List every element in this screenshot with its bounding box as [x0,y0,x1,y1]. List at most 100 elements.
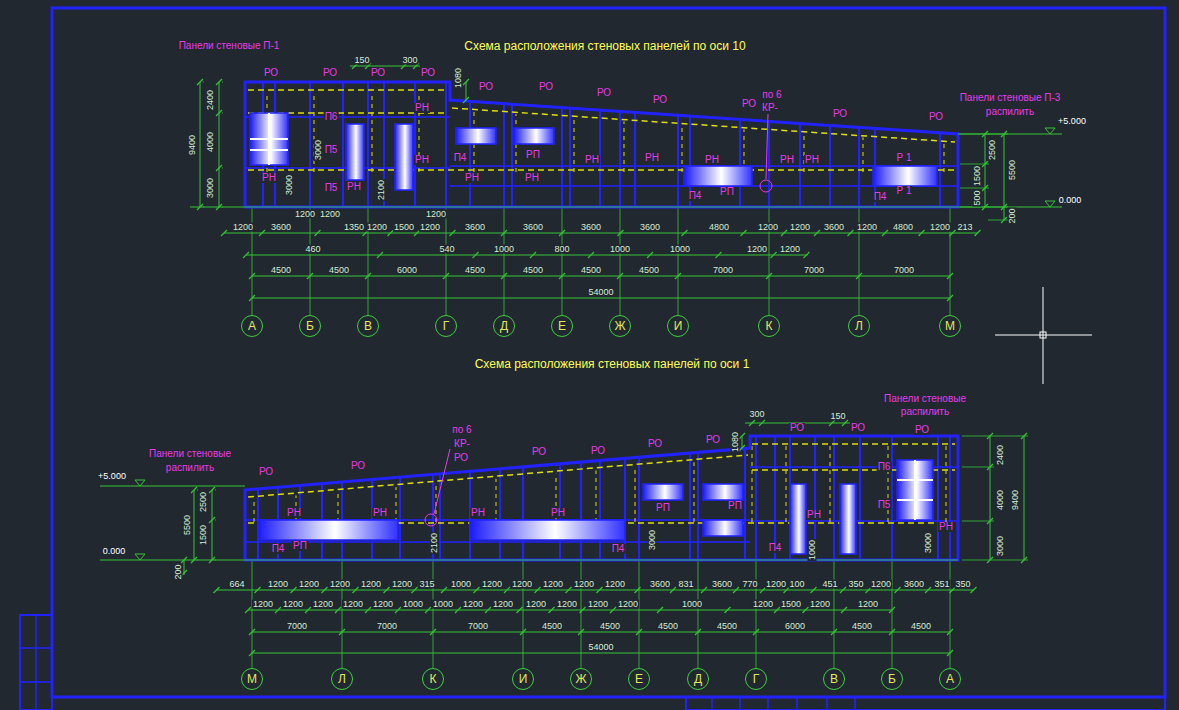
dimension-tick [803,607,809,613]
level-mark: 0.000 [102,547,127,556]
dimension-tick [739,433,745,439]
dimension-text: 1200 [298,580,320,589]
dimension-text: 54000 [587,288,614,297]
panel-joint [580,462,582,560]
extension-line [215,490,216,491]
panel-joint [367,82,369,207]
panel-joint [739,119,741,207]
axis-line [581,560,582,668]
level-line [190,207,1062,208]
panel-joint [833,436,835,560]
dimension-tick [848,230,854,236]
dimension-tick [425,607,431,613]
dimension-text: 1200 [312,600,334,609]
window [703,484,743,500]
wall-outline [245,82,958,207]
dimension-text: 350 [847,580,864,589]
dimension-text: 1200 [329,580,351,589]
panel-mark: РО [832,109,848,119]
dimension-text: 1200 [809,600,831,609]
panel-mark: П5 [324,183,339,193]
dimension-text: 4500 [328,266,350,275]
frame-line [804,133,805,172]
axis-letter: Л [338,673,346,685]
dimension-tick [255,587,261,593]
axis-line [834,560,835,668]
dimension-text: 1200 [252,600,274,609]
level-mark: +5.000 [97,472,127,481]
panel-joint [499,469,501,560]
dimension-text: 1000 [808,539,817,561]
dimension-tick [474,587,480,593]
dimension-text: 3000 [996,535,1005,557]
dimension-tick [535,587,541,593]
panel-mark: распилить [985,107,1035,117]
panel-joint [634,112,636,207]
panel-joint [891,436,893,560]
level-marker [135,554,145,560]
dimension-tick [766,273,772,279]
dimension-tick [842,420,848,426]
panel-mark: РН [286,508,302,518]
window [250,113,288,165]
window-mullion [250,149,288,151]
dimension-tick [221,230,227,236]
dimension-text: 1200 [929,223,951,232]
dimension-text: 2500 [988,139,997,161]
panel-joint [638,457,640,560]
dimension-tick [647,252,653,258]
detail-mark [760,180,772,192]
extension-line [960,188,989,189]
title-block-line [711,697,713,710]
axis-bubble: Ж [570,668,592,690]
window [643,484,683,500]
frame-line [830,446,831,522]
panel-mark: РО [531,447,547,457]
axis-line [756,560,757,668]
frame-line [694,462,695,522]
dimension-tick [882,230,888,236]
axis-letter: Ж [575,673,586,685]
dimension-text: 1080 [731,431,740,453]
frame-line [396,487,397,522]
dimension-tick [430,629,436,635]
panel-joint [677,115,679,207]
dimension-text: 1200 [746,245,768,254]
dimension-tick [197,79,203,85]
dimension-tick [636,629,642,635]
panel-mark: РО [850,423,866,433]
dimension-tick [739,445,745,451]
panel-mark: РО [258,467,274,477]
axis-letter: Е [635,673,643,685]
dimension-text: 1200 [857,600,879,609]
dimension-tick [566,587,572,593]
dimension-text: 7000 [286,622,308,631]
dimension-text: 1000 [669,245,691,254]
dimension-text: 9400 [1011,489,1020,511]
dimension-tick [353,587,359,593]
dimension-tick [450,230,456,236]
panel-mark: РО [596,88,612,98]
dimension-line [252,276,950,277]
dimension-text: 1500 [199,524,208,546]
dimension-text: 4500 [522,266,544,275]
dimension-tick [617,273,623,279]
dimension-tick [249,650,255,656]
title-block-line [854,697,856,710]
panel-mark: Панели стеновые П-3 [959,93,1062,103]
dimension-text: 3000 [924,532,933,554]
dimension-text: 1200 [481,580,503,589]
dimension-text: 1200 [617,600,639,609]
panel-joint [755,436,757,560]
dimension-line [246,255,807,256]
dimension-text: 1200 [525,600,547,609]
frame-line [596,470,597,522]
dimension-tick [249,295,255,301]
panel-mark: П4 [873,192,888,202]
dimension-tick [771,252,777,258]
panel-joint [858,127,860,207]
dimension-text: 7000 [712,266,734,275]
panel-mark: П4 [768,543,783,553]
dimension-text: 1200 [573,580,595,589]
title-block-line [826,697,828,710]
